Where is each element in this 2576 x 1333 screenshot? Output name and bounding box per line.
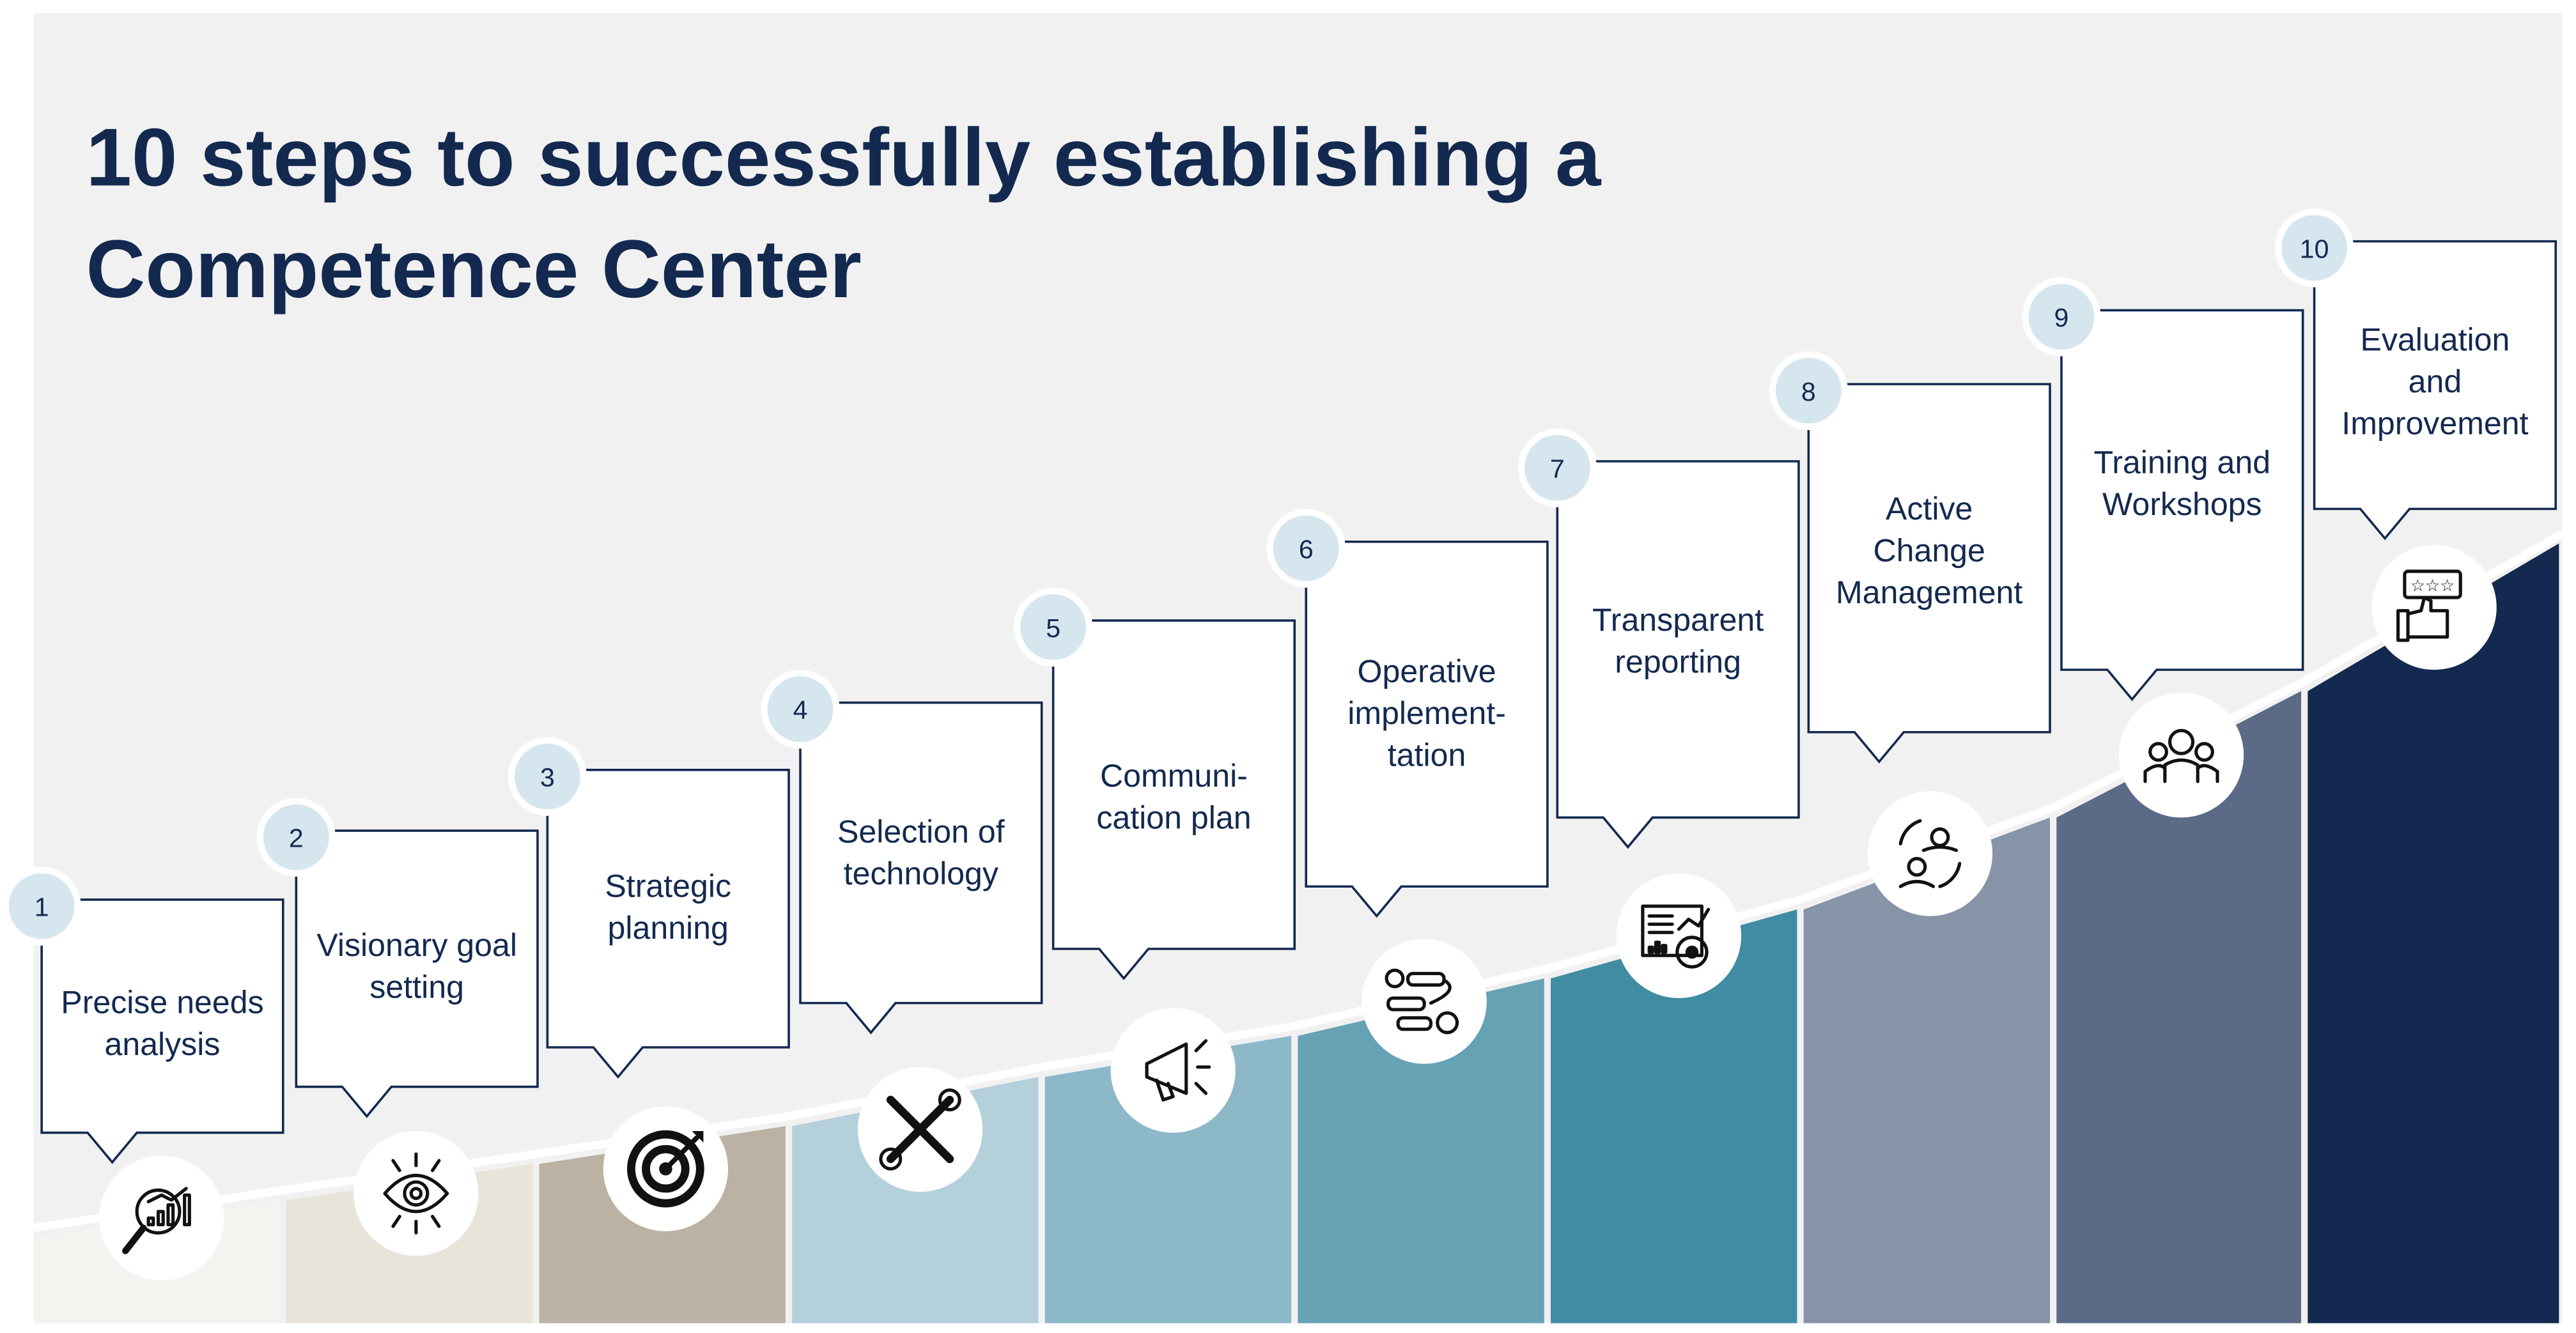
step-number: 3	[540, 763, 555, 792]
step-callout-box	[295, 829, 539, 1118]
step-label-line: implement-	[1347, 695, 1506, 731]
step-label-line: Training and	[2094, 445, 2271, 481]
icon-circle	[1110, 1008, 1236, 1133]
step-column-8	[1803, 817, 2050, 1323]
step-number-badge	[2281, 215, 2347, 281]
team-group-icon	[2143, 728, 2219, 783]
step-number-badge	[515, 743, 580, 810]
step-label-line: Visionary goal	[316, 927, 517, 963]
icon-circle	[2371, 544, 2497, 670]
step-callout-box	[2060, 309, 2304, 702]
step-number: 9	[2054, 303, 2069, 332]
icon-circle	[1616, 873, 1742, 998]
megaphone-icon	[1145, 1039, 1211, 1102]
step-label-line: tation	[1388, 737, 1466, 773]
step-label-line: setting	[369, 969, 464, 1005]
step-number: 8	[1801, 377, 1816, 406]
step-callout-box	[2313, 240, 2557, 541]
eye-vision-icon	[383, 1152, 449, 1235]
step-label-line: reporting	[1615, 644, 1741, 680]
step-column-5	[1044, 1036, 1292, 1323]
step-label-line: Operative	[1358, 653, 1496, 689]
tools-wrench-screwdriver-icon	[879, 1088, 961, 1171]
step-label-line: Improvement	[2341, 405, 2528, 441]
step-number-badge	[8, 873, 75, 939]
thumbs-up-rating-icon: ☆☆☆	[2396, 569, 2462, 642]
change-people-cycle-icon	[1898, 819, 1962, 888]
icon-circle	[1867, 791, 1993, 916]
step-number: 10	[2300, 234, 2329, 263]
page-title: 10 steps to successfully establishing a …	[86, 112, 1624, 315]
step-label-line: technology	[844, 856, 998, 891]
step-label-line: Management	[1836, 574, 2022, 610]
step-label-line: Workshops	[2102, 486, 2262, 522]
step-callout-box	[546, 769, 790, 1079]
step-column-9	[2056, 691, 2302, 1323]
step-number: 5	[1046, 613, 1060, 643]
step-label-line: and	[2409, 364, 2462, 399]
process-gears-icon	[1385, 968, 1459, 1035]
step-number-badge	[2028, 284, 2095, 350]
svg-text:☆: ☆	[2410, 576, 2425, 596]
step-label-line: Strategic	[605, 868, 731, 904]
step-label-line: Change	[1873, 533, 1985, 569]
step-callout-box	[799, 701, 1043, 1035]
step-callout-box	[1807, 383, 2051, 764]
step-number-badge	[1775, 358, 1842, 424]
step-number-badge	[1020, 594, 1087, 660]
step-number: 7	[1550, 454, 1565, 484]
step-label-line: planning	[608, 910, 729, 946]
target-arrow-icon	[626, 1130, 704, 1208]
step-label-line: analysis	[105, 1026, 221, 1062]
step-number-badge	[1524, 435, 1590, 501]
step-number-badge	[1273, 515, 1339, 582]
step-callout-box	[1556, 460, 1800, 849]
step-column-6	[1298, 978, 1544, 1323]
step-number: 2	[289, 824, 304, 853]
step-label-line: Precise needs	[61, 985, 263, 1021]
step-label-line: Communi-	[1100, 758, 1248, 794]
svg-text:☆: ☆	[2440, 576, 2455, 596]
step-label-line: Active	[1886, 491, 1973, 527]
analytics-magnifier-icon	[122, 1187, 191, 1254]
step-column-7	[1551, 909, 1797, 1323]
svg-text:☆: ☆	[2425, 576, 2440, 596]
step-number: 4	[793, 695, 808, 725]
step-callout-box	[1305, 540, 1549, 918]
step-number-badge	[263, 804, 329, 870]
step-columns	[33, 543, 2559, 1323]
step-label-line: Selection of	[837, 814, 1005, 850]
step-callout-box	[40, 898, 284, 1164]
step-label-line: cation plan	[1096, 800, 1251, 836]
step-label-line: Evaluation	[2360, 321, 2510, 357]
step-number: 1	[35, 892, 49, 921]
step-number-badge	[767, 676, 834, 743]
step-column-10	[2308, 543, 2559, 1323]
title-line-1: 10 steps to successfully establishing a	[86, 112, 1602, 203]
step-number: 6	[1299, 534, 1314, 564]
icon-circle	[353, 1131, 479, 1256]
step-callout-box	[1051, 619, 1296, 980]
step-label-line: Transparent	[1592, 602, 1764, 638]
title-line-2: Competence Center	[86, 224, 862, 315]
report-dashboard-icon	[1641, 904, 1711, 969]
